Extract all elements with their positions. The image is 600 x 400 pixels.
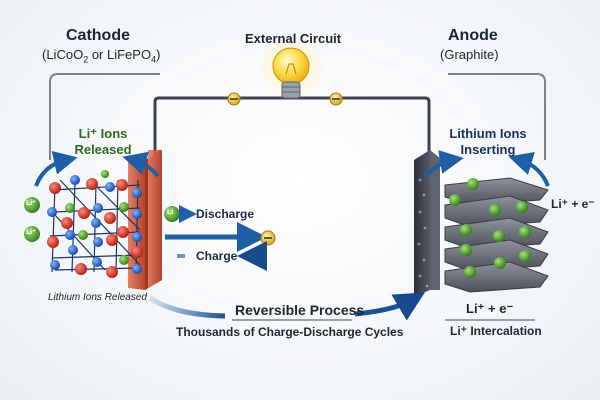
discharge-li-ion-icon <box>164 206 180 222</box>
intercalation-caption: Li⁺ Intercalation <box>450 324 542 338</box>
anode-bottom-equation: Li⁺ + e⁻ <box>466 301 514 316</box>
cathode-material-part: ) <box>156 47 161 62</box>
anode-ions-label-line: Inserting <box>460 142 516 157</box>
cathode-material-part: (LiCoO <box>42 47 84 62</box>
anode-plate <box>414 150 430 297</box>
cathode-atoms <box>47 170 143 278</box>
anode-ions-label: Lithium Ions Inserting <box>443 126 533 158</box>
reversible-process-subtitle: Thousands of Charge-Discharge Cycles <box>176 325 404 339</box>
reversible-arc-right <box>354 292 425 321</box>
reversible-arc-left <box>148 295 226 319</box>
li-ion-badge: Li⁺ <box>26 200 36 207</box>
anode-title: Anode <box>448 27 498 44</box>
cathode-ions-label-line: Released <box>74 142 132 157</box>
cathode-bottom-caption: Lithium Ions Released <box>48 292 147 303</box>
circuit-wire <box>153 96 431 160</box>
electron-icon <box>329 92 343 106</box>
discharge-ion-badge: Li <box>167 209 174 216</box>
anode-material: (Graphite) <box>440 47 499 62</box>
cathode-material-part: or LiFePO <box>88 47 152 62</box>
anode-side-equation: Li⁺ + e⁻ <box>551 197 595 211</box>
electron-icon <box>227 92 241 106</box>
anode-ions-label-line: Lithium Ions <box>449 126 527 141</box>
anode-bracket-line <box>448 73 546 160</box>
external-circuit-title: External Circuit <box>245 31 342 46</box>
charge-label: Charge <box>196 249 238 263</box>
cathode-material: (LiCoO2 or LiFePO4) <box>42 47 160 65</box>
cathode-release-arrow-right <box>122 151 160 178</box>
cathode-ions-label-line: Li⁺ Ions <box>78 126 128 141</box>
cathode-material-subscript: 4 <box>151 54 157 65</box>
anode-insert-arrow-left <box>423 150 464 178</box>
li-ion-icon <box>24 197 40 213</box>
reversible-process-title: Reversible Process <box>235 302 365 318</box>
electron-icon <box>260 230 276 246</box>
cathode-release-arrow-left <box>34 150 78 187</box>
anode-li-ions <box>449 178 531 278</box>
bulb-icon <box>272 47 310 85</box>
li-ion-badge: Li⁺ <box>26 229 36 236</box>
cathode-title: Cathode <box>66 27 130 44</box>
cathode-material-subscript: 2 <box>83 54 89 65</box>
cathode-bracket-line <box>49 73 160 160</box>
anode-insert-arrow-right <box>508 151 550 187</box>
discharge-label: Discharge <box>196 207 255 221</box>
cathode-ions-label: Li⁺ Ions Released <box>58 126 148 158</box>
li-ion-icon <box>24 226 40 242</box>
